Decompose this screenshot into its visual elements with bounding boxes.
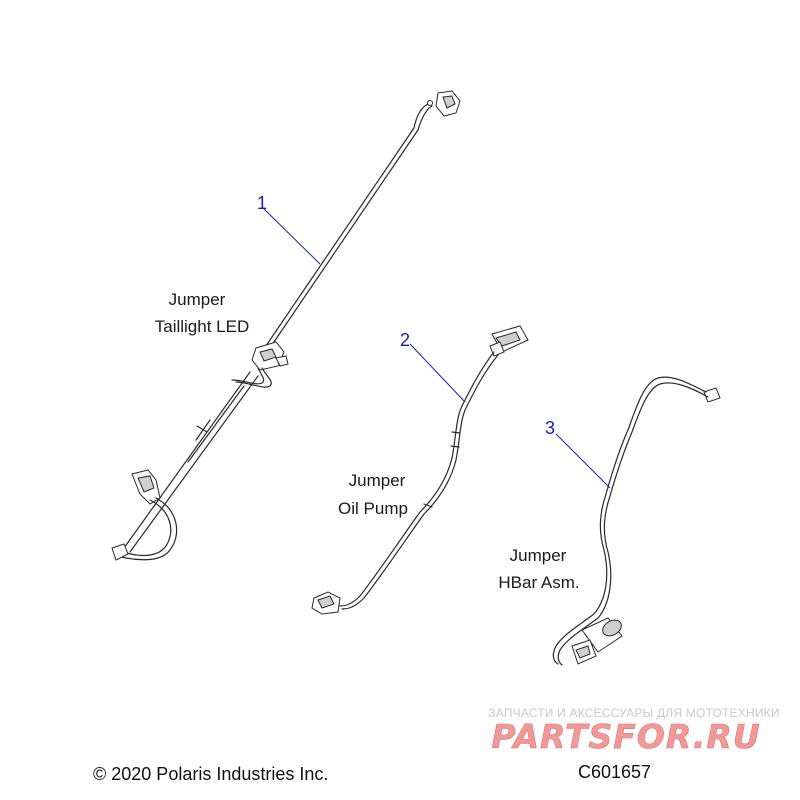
hbar-top-connector xyxy=(703,387,721,403)
taillight-junction xyxy=(231,341,289,388)
diagram-code: C601657 xyxy=(578,762,651,782)
oil-pump-bottom-connector xyxy=(311,591,341,615)
callout-number-1: 1 xyxy=(257,193,267,213)
label-oil-pump-line2: Oil Pump xyxy=(338,499,408,518)
label-hbar-line1: Jumper xyxy=(510,546,567,565)
callout-2: 2 xyxy=(400,330,466,403)
label-hbar-line2: HBar Asm. xyxy=(498,573,579,592)
watermark-tagline: ЗАПЧАСТИ И АКСЕССУАРЫ ДЛЯ МОТОТЕХНИКИ xyxy=(488,706,779,720)
label-taillight-line2: Taillight LED xyxy=(155,317,250,336)
label-taillight-line1: Jumper xyxy=(169,290,226,309)
callout-3: 3 xyxy=(545,418,611,489)
taillight-clip xyxy=(131,469,161,505)
harness-oil-pump xyxy=(311,325,529,615)
callout-number-2: 2 xyxy=(400,330,410,350)
taillight-top-connector xyxy=(427,90,461,117)
oil-pump-top-connector xyxy=(489,325,529,357)
watermark-logo: PARTSFOR.RU xyxy=(491,717,760,756)
hbar-device xyxy=(571,617,623,665)
copyright-text: © 2020 Polaris Industries Inc. xyxy=(93,764,328,784)
callout-number-3: 3 xyxy=(545,418,555,438)
callout-1: 1 xyxy=(257,193,321,265)
label-oil-pump-line1: Jumper xyxy=(349,471,406,490)
harness-hbar-asm xyxy=(552,376,721,666)
harness-taillight-led xyxy=(111,90,461,561)
